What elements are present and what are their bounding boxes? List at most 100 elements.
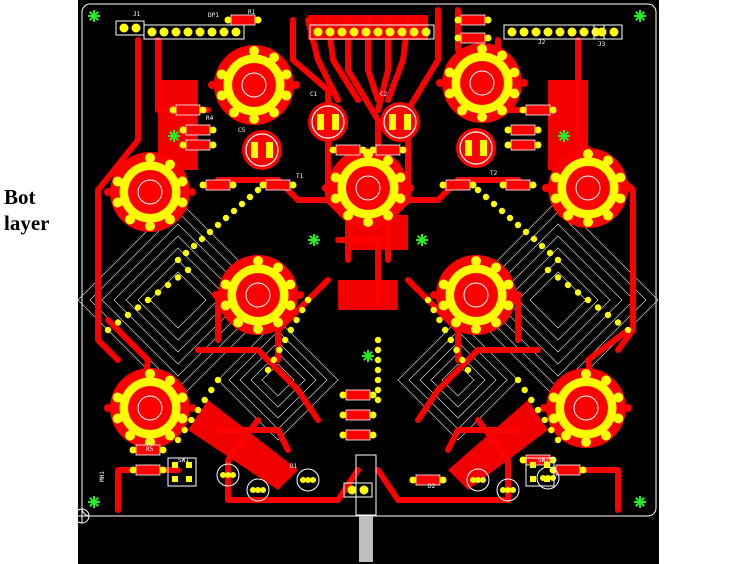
silk-label-d1: D1 xyxy=(290,463,298,470)
socket-center xyxy=(454,273,498,317)
tube-socket-v4 xyxy=(322,148,414,228)
socket-mount-hole xyxy=(514,291,522,299)
socket-pin-pad xyxy=(272,317,283,328)
silk-label-t1: T1 xyxy=(296,173,304,180)
transistor xyxy=(496,478,520,502)
resistor-pad xyxy=(129,446,137,454)
ground-hatch-line xyxy=(250,352,306,408)
transistor-outline xyxy=(496,478,520,502)
via-pad xyxy=(299,306,306,314)
resistor-pad xyxy=(339,431,347,439)
resistor-body xyxy=(335,144,361,156)
resistor-pad xyxy=(484,16,492,24)
resistor-pad xyxy=(529,181,537,189)
resistor-pad xyxy=(339,391,347,399)
resistor-pad xyxy=(254,16,262,24)
resistor-pad xyxy=(579,466,587,474)
transistor xyxy=(466,468,490,492)
resistor-pad xyxy=(549,466,557,474)
resistor-pad xyxy=(159,446,167,454)
socket-pin-pad xyxy=(177,392,188,403)
pcb-drawing: J1 DP1 R1 J2 J3 R4 R5 C1 C2 C5 T1 T2 SW1… xyxy=(78,3,659,562)
transistor-pin xyxy=(250,487,256,493)
via-pad xyxy=(584,296,592,304)
via-pad xyxy=(490,200,498,208)
header-pin xyxy=(543,27,553,37)
header-pin xyxy=(507,27,517,37)
silk-label-sw1: SW1 xyxy=(178,457,189,464)
socket-center xyxy=(346,166,390,210)
tube-socket-v8 xyxy=(104,368,196,448)
resistor-body xyxy=(265,179,291,191)
transistor xyxy=(296,468,320,492)
via-pad xyxy=(144,296,152,304)
resistor-body xyxy=(375,144,401,156)
resistor xyxy=(499,179,537,191)
socket-pin-pad xyxy=(548,392,559,403)
header-pin xyxy=(385,27,395,37)
ground-hatch-line xyxy=(239,341,317,419)
header-pin xyxy=(519,27,529,37)
resistor xyxy=(439,179,477,191)
resistor-pad xyxy=(199,181,207,189)
header-jack xyxy=(343,482,373,498)
socket-center xyxy=(460,61,504,105)
cap-c5 xyxy=(242,130,282,170)
header-outline xyxy=(343,482,373,498)
socket-mount-hole xyxy=(626,184,634,192)
socket-pin-pad xyxy=(125,214,136,225)
via-pad xyxy=(594,304,602,311)
via-pad xyxy=(538,242,546,250)
resistor-pad xyxy=(179,141,187,149)
copper-pour xyxy=(308,15,428,40)
cap-pad xyxy=(404,114,411,130)
ground-hatch-line xyxy=(261,363,295,397)
resistor-body xyxy=(460,32,486,44)
header-outline xyxy=(503,24,605,40)
layer-label-line1: Bot xyxy=(4,185,36,209)
socket-pin-pad xyxy=(145,153,155,163)
socket-pin-pad xyxy=(438,279,449,290)
layer-label: Bot layer xyxy=(4,184,74,236)
switch-pad xyxy=(186,476,192,482)
via-pad xyxy=(374,346,382,354)
copper-trace xyxy=(95,37,141,363)
resistor-pad xyxy=(259,181,267,189)
socket-pin-pad xyxy=(145,221,155,231)
resistor xyxy=(504,124,542,136)
via-pad xyxy=(554,274,562,281)
copper-trace xyxy=(345,17,381,163)
via-pad xyxy=(447,336,455,344)
silk-label-r5: R5 xyxy=(146,446,154,453)
transistor xyxy=(216,463,240,487)
socket-pin-pad xyxy=(583,217,593,227)
via-pad xyxy=(287,326,295,334)
socket-pad-ring xyxy=(227,264,289,326)
via-pad xyxy=(482,193,490,201)
socket-pin-pad xyxy=(496,105,507,116)
switch-pad xyxy=(530,462,536,468)
header-pin xyxy=(409,27,419,37)
socket-pin-pad xyxy=(496,50,507,61)
socket-pin-pad xyxy=(613,392,624,403)
via-pad xyxy=(436,316,443,324)
socket-pin-pad xyxy=(477,44,487,54)
resistor-pad xyxy=(359,146,367,154)
socket-pad-ring xyxy=(119,377,181,439)
switch-outline xyxy=(167,457,197,487)
tube-socket-v9 xyxy=(540,368,632,448)
socket-pin-pad xyxy=(253,324,263,334)
socket-pin-pad xyxy=(220,300,231,311)
transistor-pin xyxy=(510,487,516,493)
socket-pin-pad xyxy=(112,392,123,403)
resistor-pad xyxy=(329,146,337,154)
resistor-pad xyxy=(224,16,232,24)
resistor xyxy=(179,139,217,151)
socket-pin-pad xyxy=(177,197,188,208)
copper-trace xyxy=(375,467,511,503)
socket-mount-hole xyxy=(212,291,220,299)
fiducials-layer xyxy=(78,10,646,524)
switch-pad xyxy=(544,462,550,468)
socket-pin-pad xyxy=(477,112,487,122)
socket-mount-hole xyxy=(436,79,444,87)
